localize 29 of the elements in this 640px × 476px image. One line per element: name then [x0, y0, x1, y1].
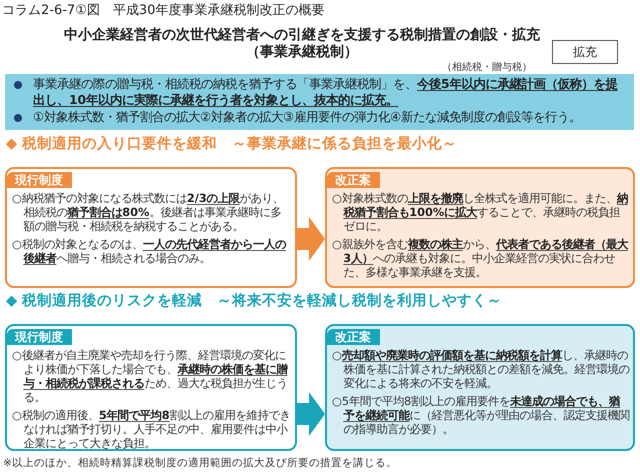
- panel-tab: 現行制度: [7, 172, 72, 188]
- panel-tab: 改正案: [327, 329, 380, 345]
- panel-tab: 現行制度: [7, 329, 72, 345]
- body-text: ○税制の対象となるのは、一人の先代経営者から一人の後継者へ贈与・相続される場合のみ。: [12, 238, 288, 266]
- tag-text: 拡充: [573, 45, 597, 59]
- figure-title: コラム2-6-7①図 平成30年度事業承継税制改正の概要: [2, 3, 324, 19]
- footnote-text: ※以上のほか、相続時精算課税制度の適用範囲の拡大及び所要の措置を講じる。: [3, 456, 397, 470]
- arrow: [297, 392, 325, 436]
- body-text: ○納税猶予の対象になる株式数には2/3の上限があり、相続税の猶予割合は80%。後継者は事業承継時に多額の贈与税・相続税を納税することがある。: [12, 192, 285, 234]
- section-heading: ◆ 税制適用後のリスクを軽減 ～将来不安を軽減し税制を利用しやすく～: [6, 292, 502, 310]
- arrow: [297, 217, 325, 261]
- heading-text: 中小企業経営者の次世代経営者への引継ぎを支援する税制措置の創設・拡充（事業承継税制）: [63, 27, 541, 61]
- body-text: ○税制の適用後、5年間で平均8割以上の雇用を維持できなければ猶予打切り。人手不足の中、雇用要件は中小企業にとって大きな負担。: [12, 409, 292, 451]
- info-panel: [325, 324, 635, 451]
- body-text: ○親族外を含む複数の株主から、代表者である後継者（最大3人）への承継も対象に。中小企業経営の実状に合わせた、多様な事業承継を支援。: [332, 238, 630, 280]
- body-text: ○対象株式数の上限を撤廃し全株式を適用可能に。また、納税猶予割合も100%に拡大することで、承継時の税負担ゼロに。: [332, 192, 629, 234]
- info-panel: [325, 167, 635, 288]
- tag-frame: [552, 40, 618, 64]
- body-text: ○後継者が自主廃業や売却を行う際、経営環境の変化により株価が下落した場合でも、承継時の株価を基に贈与・相続税が課税されるため、過大な税負担が生じうる。: [12, 349, 289, 405]
- body-text: ○5年間で平均8割以上の雇用要件を未達成の場合でも、猶予を継続可能に（経営悪化等が理由の場合、認定支援機関の指導助言が必要）。: [332, 395, 630, 437]
- note-text: （相続税・贈与税）: [442, 62, 532, 73]
- info-panel: [5, 167, 297, 288]
- body-text: ○売却額や廃業時の評価額を基に納税額を計算し、承継時の株価を基に計算された納税額との差額を減免。経営環境の変化による将来の不安を軽減。: [332, 349, 630, 391]
- bullet-text: 事業承継の際の贈与税・相続税の納税を猶予する「事業承継税制」を、今後5年以内に承継計画（仮称）を提出し、10年以内に実際に承継を行う者を対象とし、抜本的に拡充。: [33, 77, 619, 108]
- bullet-text: ①対象株式数・猶予割合の拡大②対象者の拡大③雇用要件の弾力化④新たな減免制度の創設等を行う。: [33, 110, 582, 126]
- info-panel: [5, 324, 297, 451]
- panel-tab: 改正案: [327, 172, 380, 188]
- summary-band: [5, 74, 634, 130]
- section-heading: ◆ 税制適用の入り口要件を緩和 ～事業承継に係る負担を最小化～: [6, 135, 458, 153]
